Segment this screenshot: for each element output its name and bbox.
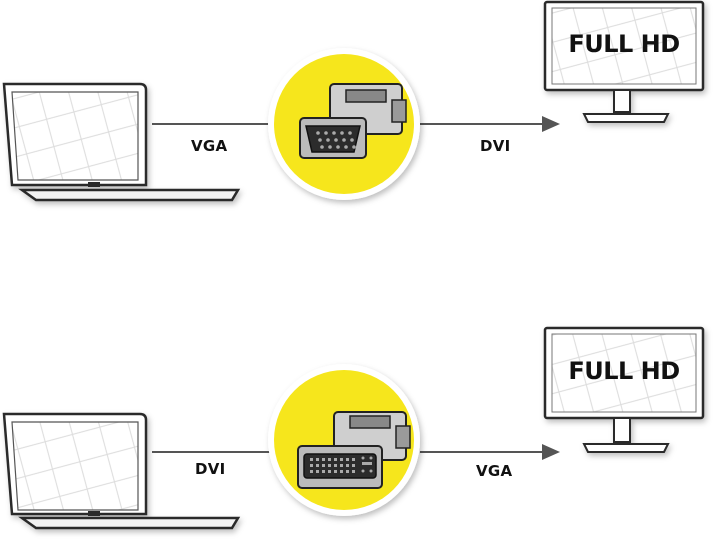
arrow-head-icon <box>542 444 560 460</box>
arrow-head-icon <box>542 116 560 132</box>
monitor-screen-text: FULL HD <box>568 357 680 385</box>
target-connector-label: VGA <box>476 462 513 480</box>
laptop-icon <box>2 412 241 530</box>
vga-connector-icon <box>299 83 407 159</box>
dvi-connector-icon <box>297 411 411 489</box>
monitor-icon <box>543 0 705 123</box>
row-1 <box>2 0 705 202</box>
target-connector-label: DVI <box>480 137 511 155</box>
row-2 <box>2 326 705 530</box>
source-connector-label: VGA <box>191 137 228 155</box>
monitor-screen-text: FULL HD <box>568 30 680 58</box>
laptop-icon <box>2 82 241 202</box>
source-connector-label: DVI <box>195 460 226 478</box>
monitor-icon <box>543 326 705 453</box>
